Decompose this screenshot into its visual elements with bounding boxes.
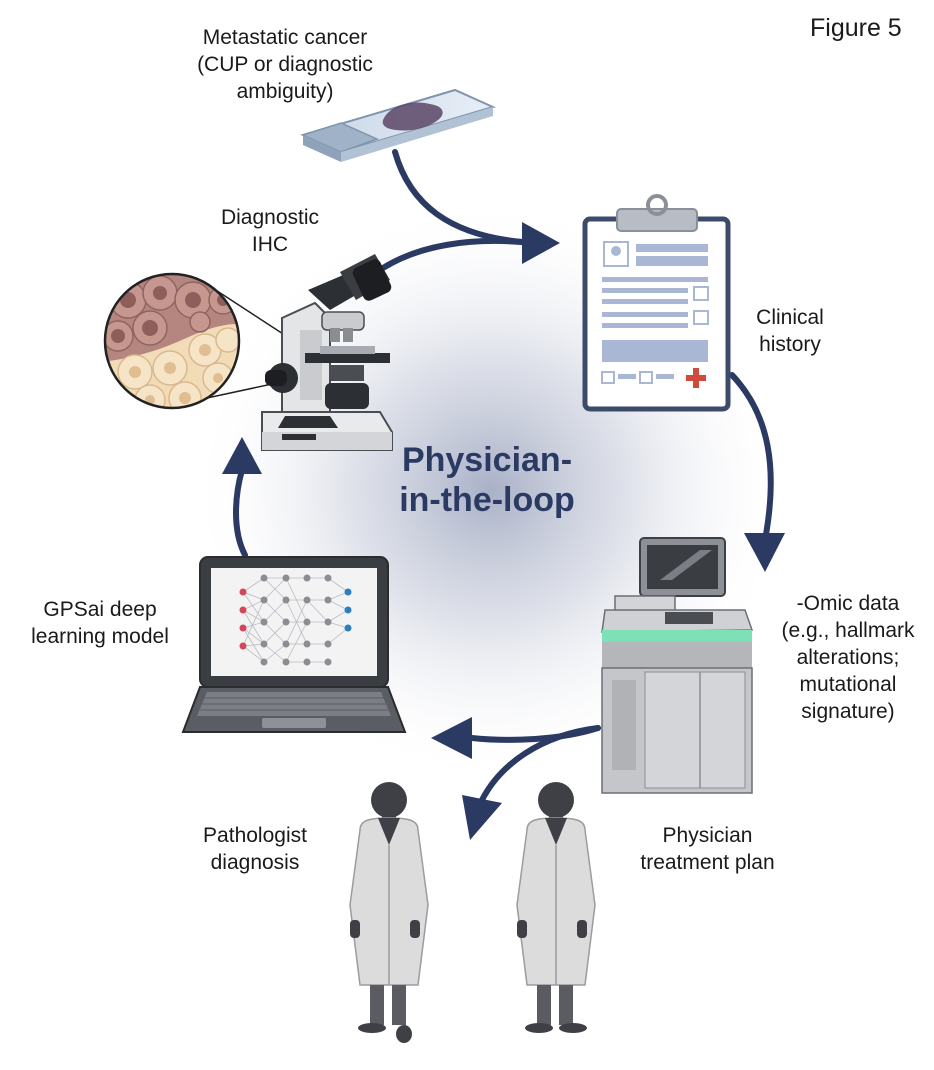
label-line: Pathologist (203, 824, 307, 847)
label-pathologist-diagnosis: Pathologist diagnosis (180, 822, 330, 876)
laptop-icon (181, 556, 407, 733)
label-line: GPSai deep (43, 598, 157, 621)
arrowhead-pathologist (462, 795, 502, 840)
arrow-history-to-omic (729, 372, 774, 543)
center-title: Physician- in-the-loop (362, 440, 612, 520)
label-line: -Omic data (796, 592, 900, 615)
physician-figure (516, 782, 596, 1033)
label-line: Diagnostic (220, 206, 320, 229)
arrow-microscope-to-history (380, 237, 525, 271)
label-clinical-history: Clinical history (735, 304, 845, 358)
cycle-arrows (233, 149, 774, 803)
center-title-line: Physician- (401, 441, 573, 479)
label-line: treatment plan (640, 851, 775, 874)
label-metastatic-cancer: Metastatic cancer (CUP or diagnostic amb… (155, 24, 415, 105)
microscope-icon (204, 254, 393, 451)
label-line: Metastatic cancer (202, 26, 368, 49)
arrow-laptop-to-microscope (233, 467, 248, 558)
arrow-omic-to-pathologist (479, 725, 601, 803)
label-line: Physician (662, 824, 753, 847)
figure-label: Figure 5 (810, 14, 902, 42)
clipboard-icon (582, 194, 731, 412)
label-line: mutational (799, 673, 897, 696)
label-line: learning model (31, 625, 169, 648)
arrowhead-omic (744, 533, 785, 572)
label-line: (e.g., hallmark (781, 619, 915, 642)
label-line: Clinical (756, 306, 824, 329)
sequencer-icon (601, 537, 754, 794)
label-line: alterations; (796, 646, 900, 669)
label-line: signature) (801, 700, 895, 723)
arrow-heads (222, 222, 785, 840)
label-diagnostic-ihc: Diagnostic IHC (200, 204, 340, 258)
pathologist-figure (349, 782, 429, 1043)
neural-network-graphic (242, 577, 349, 663)
label-line: IHC (251, 233, 289, 256)
center-title-line: in-the-loop (399, 481, 575, 519)
label-line: history (759, 333, 821, 356)
label-line: ambiguity) (236, 80, 334, 103)
arrowhead-laptop (431, 717, 472, 759)
arrowhead-history (522, 222, 560, 264)
label-omic-data: -Omic data (e.g., hallmark alterations; … (762, 590, 934, 725)
label-line: diagnosis (210, 851, 300, 874)
label-line: (CUP or diagnostic (197, 53, 373, 76)
label-gpsai-model: GPSai deep learning model (15, 596, 185, 650)
label-physician-treatment-plan: Physician treatment plan (615, 822, 800, 876)
glass-slide-icon (300, 88, 496, 162)
arrowhead-microscope (222, 437, 262, 474)
